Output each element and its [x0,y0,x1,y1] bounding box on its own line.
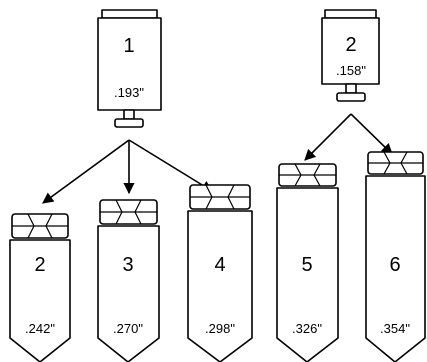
arrows-from-pin-1 [42,139,213,204]
pin-1-body [97,17,162,111]
tumbler-2-label: 2 [34,254,45,276]
tumbler-5: 5 .326" [276,163,339,362]
pin-1-stem [123,109,135,120]
tumbler-2-body [9,239,71,362]
arrow-to-tumbler-2 [42,139,130,204]
tumbler-4-measure: .298" [205,321,235,336]
pin-2-cap [324,9,377,19]
pin-2-label: 2 [345,34,356,56]
master-pin-2: 2 .158" [321,9,380,102]
arrows-from-pin-2 [304,113,393,161]
tumbler-2-measure: .242" [25,321,55,336]
tumbler-6-measure: .354" [380,321,410,336]
pin-1-label: 1 [123,35,134,57]
arrow-to-tumbler-4 [128,139,213,192]
tumbler-6: 6 .354" [365,151,426,362]
arrow-to-tumbler-6 [350,113,393,155]
arrow-to-tumbler-5 [304,113,352,161]
pin-1-measure: .193" [114,85,144,100]
tumbler-5-measure: .326" [292,321,322,336]
tumbler-3-body [97,225,160,362]
tumbler-6-label: 6 [389,254,400,276]
master-pin-1: 1 .193" [97,9,162,128]
tumbler-3-label: 3 [122,254,133,276]
tumbler-4-body [187,210,253,362]
tumbler-5-body [276,187,339,362]
tumbler-3: 3 .270" [97,199,160,362]
pin-1-foot [114,118,144,128]
pin-2-foot [336,92,366,102]
tumbler-2: 2 .242" [9,213,71,362]
tumbler-4-label: 4 [214,254,225,276]
tumbler-5-label: 5 [301,254,312,276]
pin-1-cap [101,9,158,19]
pin-2-stem [345,83,357,94]
pin-2-measure: .158" [336,63,366,78]
tumbler-6-body [365,175,426,362]
tumbler-4: 4 .298" [187,184,253,362]
tumbler-3-measure: .270" [113,321,143,336]
pin-2-body [321,17,380,85]
